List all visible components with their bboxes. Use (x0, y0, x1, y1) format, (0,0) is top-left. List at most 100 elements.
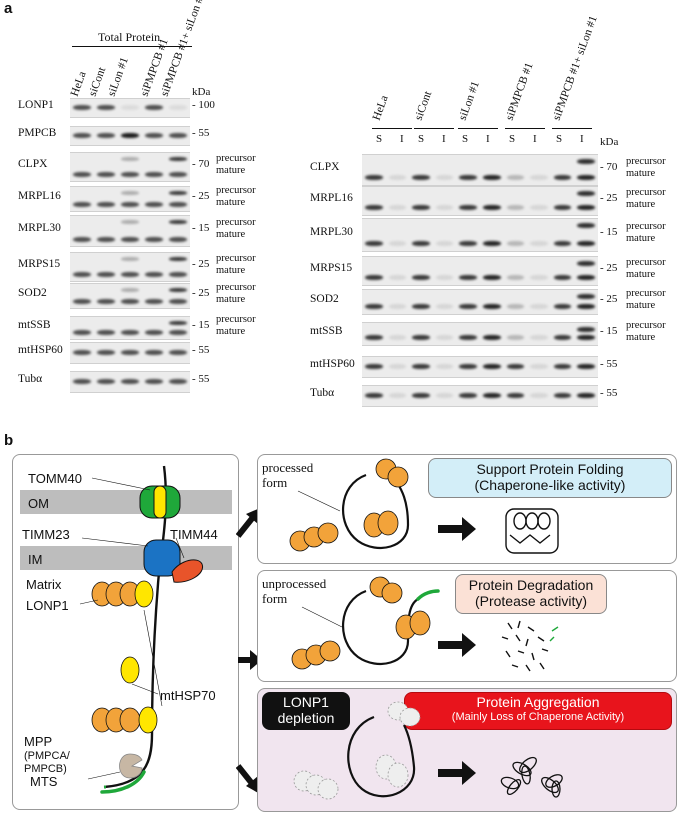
arrow-right-icon (462, 633, 476, 657)
right-blot-strip (362, 186, 598, 216)
right-group-label: siPMPCB #1+ siLon #1 (550, 14, 600, 122)
blot-band (577, 205, 595, 210)
blot-band (577, 304, 595, 309)
blot-band (553, 304, 572, 309)
left-row-label: CLPX (18, 158, 48, 170)
blot-band (73, 330, 91, 335)
right-row-label: Tubα (310, 387, 335, 399)
matrix-label: Matrix (26, 577, 62, 592)
left-marker: - 55 (192, 373, 210, 385)
left-row-label: SOD2 (18, 287, 47, 299)
blot-band-precursor (577, 191, 595, 196)
lonp1-icon-folding-1 (375, 458, 409, 488)
im-label: IM (28, 552, 43, 567)
right-marker: - 25 (600, 262, 618, 274)
blot-band (577, 393, 595, 398)
right-sub-label-s: S (556, 133, 563, 145)
aggregation-title: Protein Aggregation (476, 694, 600, 710)
annotation-text: mature (626, 269, 656, 280)
blot-band (365, 304, 383, 309)
blot-band (459, 241, 477, 246)
mts-label: MTS (30, 774, 58, 789)
mpp-icon (119, 753, 143, 779)
blot-band-precursor (169, 257, 187, 261)
blot-band (577, 335, 595, 340)
blot-band (388, 304, 407, 309)
blot-band (483, 393, 501, 398)
blot-band (73, 202, 91, 207)
blot-band (365, 175, 383, 180)
blot-band (145, 172, 163, 177)
right-row-label: mtSSB (310, 325, 343, 337)
timm44-label: TIMM44 (170, 527, 218, 542)
lonp1-icon-lower (91, 707, 141, 733)
blot-band (483, 241, 501, 246)
blot-band (97, 379, 115, 384)
right-blot-strip (362, 289, 598, 315)
left-blot-strip (70, 316, 190, 340)
blot-band (412, 335, 430, 340)
right-blot-strip (362, 385, 598, 407)
right-marker: - 15 (600, 325, 618, 337)
blot-band (459, 275, 477, 280)
arrow-right-icon (462, 761, 476, 785)
right-blot-strip (362, 256, 598, 286)
blot-band (97, 350, 115, 355)
blot-band-precursor (169, 288, 187, 292)
blot-band-precursor (577, 327, 595, 332)
blot-band (121, 350, 139, 355)
annotation-text: mature (216, 229, 246, 240)
depleted-lonp1-icon-1 (387, 701, 421, 727)
annotation-text: mature (626, 233, 656, 244)
blot-band (365, 241, 383, 246)
blot-band (388, 175, 407, 180)
blot-band (530, 275, 548, 280)
blot-band (577, 175, 595, 180)
folding-title-pill: Support Protein Folding (Chaperone-like … (428, 458, 672, 498)
right-group-label: siPMPCB #1 (503, 61, 536, 122)
left-blot-strip (70, 342, 190, 364)
folding-subtitle: (Chaperone-like activity) (474, 477, 626, 493)
mts-signal (100, 770, 146, 794)
mpp-label: MPP (24, 734, 53, 749)
annotation-text: precursor (626, 187, 666, 198)
left-row-label: LONP1 (18, 99, 54, 111)
right-sub-label-i: I (442, 133, 446, 145)
right-marker: - 25 (600, 293, 618, 305)
blot-band (145, 105, 163, 110)
left-blot-strip (70, 283, 190, 309)
blot-band (530, 364, 548, 369)
lonp1-label: LONP1 (26, 598, 69, 613)
blot-band (459, 364, 477, 369)
left-marker: - 25 (192, 287, 210, 299)
blot-band (169, 133, 187, 138)
blot-band (530, 393, 548, 398)
blot-band (73, 272, 91, 277)
timm23-label: TIMM23 (22, 527, 70, 542)
left-row-label: MRPL16 (18, 190, 61, 202)
blot-band (121, 379, 139, 384)
right-group-line (505, 128, 545, 129)
blot-band (145, 133, 163, 138)
blot-band (97, 299, 115, 304)
blot-band-precursor (577, 261, 595, 266)
depletion-tag-line1: LONP1 (283, 694, 329, 710)
annotation-text: precursor (626, 288, 666, 299)
blot-band (506, 175, 525, 180)
blot-band-precursor (121, 220, 139, 224)
left-marker: - 25 (192, 190, 210, 202)
blot-band (121, 133, 139, 138)
blot-band-precursor (169, 321, 187, 325)
annotation-text: mature (626, 199, 656, 210)
left-marker: - 55 (192, 127, 210, 139)
blot-band (73, 350, 91, 355)
right-blot-strip (362, 322, 598, 346)
blot-band (530, 241, 548, 246)
blot-band-precursor (577, 159, 595, 164)
depleted-lonp1-icon-2 (293, 770, 339, 800)
right-sub-label-i: I (533, 133, 537, 145)
blot-band (435, 205, 454, 210)
right-group-label: siCont (412, 89, 435, 122)
